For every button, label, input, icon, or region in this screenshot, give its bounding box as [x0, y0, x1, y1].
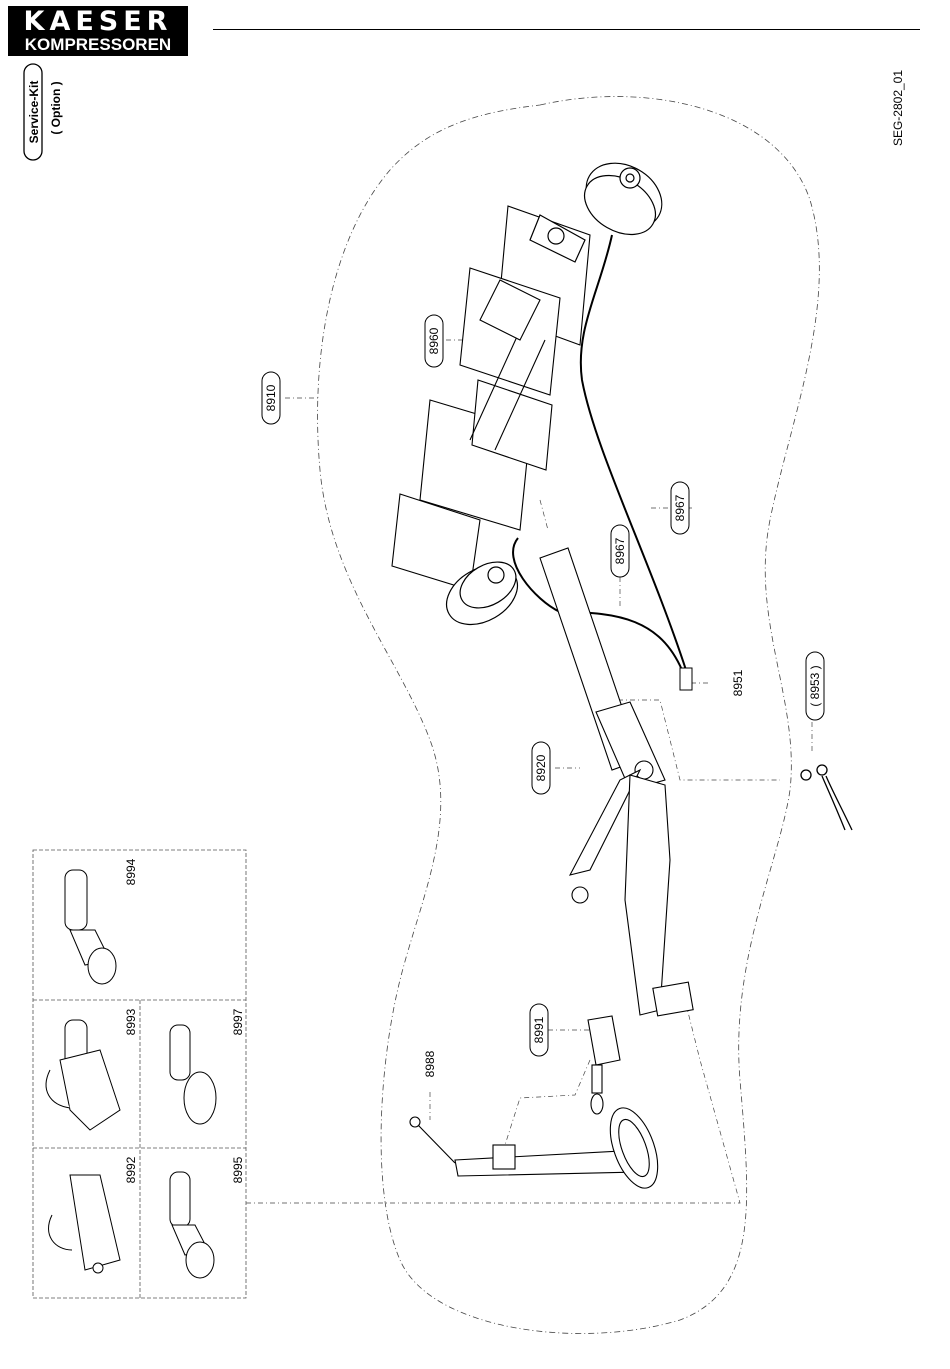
service-kit-subtitle: ( Option ): [49, 81, 63, 134]
label-8992: 8992: [124, 1156, 138, 1183]
label-8953: ( 8953 ): [808, 665, 822, 706]
part-label-8960: 8960: [425, 315, 443, 367]
label-8997: 8997: [231, 1008, 245, 1035]
coupling-8992: [49, 1175, 120, 1273]
clamp-8991: [588, 1016, 620, 1114]
label-8988: 8988: [423, 1050, 437, 1077]
label-8960: 8960: [427, 327, 441, 354]
jockey-wheel-8988: [410, 1102, 667, 1195]
axle-frame-8960: [392, 206, 590, 590]
part-label-8910: 8910: [262, 372, 280, 424]
label-8991: 8991: [532, 1016, 546, 1043]
drawing-code: SEG-2802_01: [891, 70, 905, 146]
part-label-8967-b: 8967: [611, 525, 629, 577]
label-8994: 8994: [124, 858, 138, 885]
label-8995: 8995: [231, 1156, 245, 1183]
label-8910: 8910: [264, 384, 278, 411]
coupling-8994: [65, 870, 116, 984]
part-label-8953: ( 8953 ): [806, 652, 824, 720]
service-kit-title: Service-Kit: [27, 81, 41, 144]
callout-lines: [246, 340, 812, 1203]
label-8967-b: 8967: [613, 537, 627, 564]
connector-8951: [680, 668, 692, 690]
part-label-8920: 8920: [532, 742, 550, 794]
service-kit-badge: Service-Kit ( Option ): [24, 64, 63, 160]
safety-chain-8953: [801, 765, 852, 830]
brake-drum-top: [530, 150, 674, 262]
label-8967-a: 8967: [673, 494, 687, 521]
coupling-8997: [170, 1025, 216, 1124]
part-label-8967-a: 8967: [671, 482, 689, 534]
part-label-8991: 8991: [530, 1004, 548, 1056]
label-8951: 8951: [731, 669, 745, 696]
label-8920: 8920: [534, 754, 548, 781]
label-8993: 8993: [124, 1008, 138, 1035]
drawbar-8920: [540, 548, 693, 1016]
coupling-8993: [46, 1020, 120, 1130]
coupling-8995: [170, 1172, 214, 1278]
